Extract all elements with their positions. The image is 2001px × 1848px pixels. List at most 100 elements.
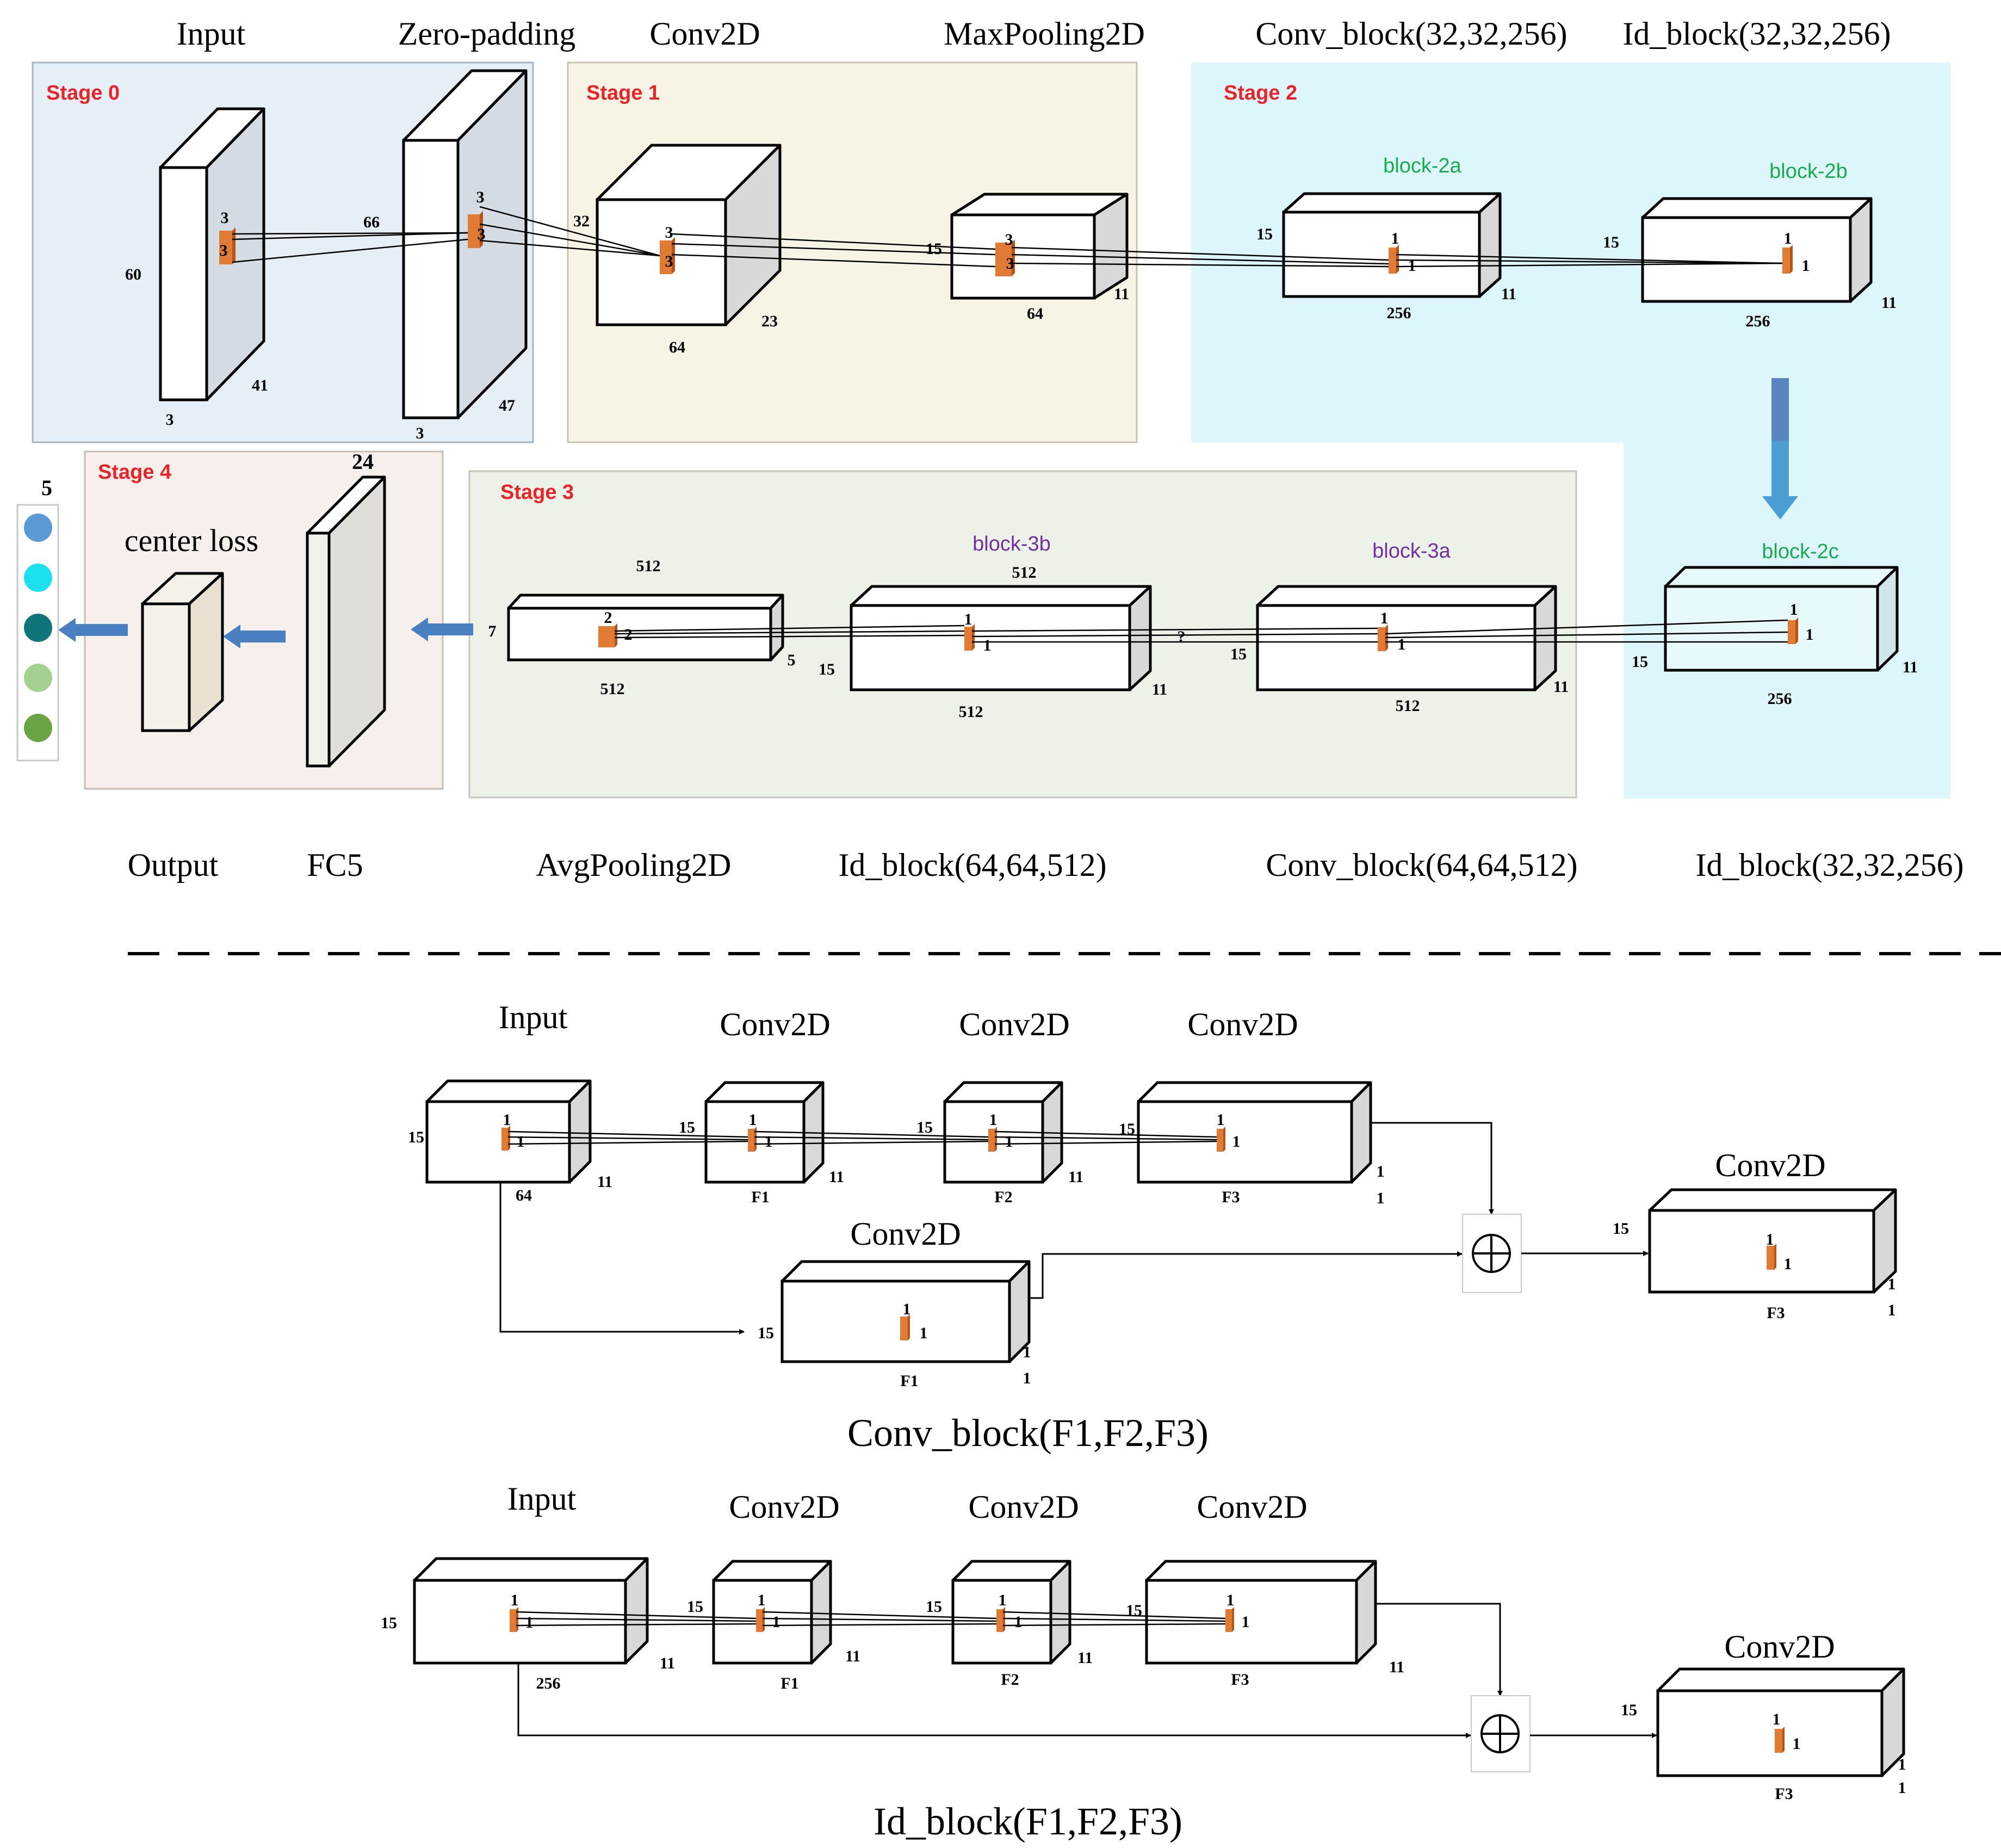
cb-cube-input-front xyxy=(425,1100,571,1184)
ib-cube-conv3-front xyxy=(1145,1579,1358,1665)
cube-block-2a-front xyxy=(1282,211,1481,298)
dim-ap-d: 512 xyxy=(600,680,625,698)
arrow-fc-to-center xyxy=(223,625,286,648)
ib-c3-k1: 1 xyxy=(1226,1591,1235,1609)
ib-skip-path xyxy=(517,1663,1471,1738)
title-id-block-32: Id_block(32,32,256) xyxy=(1622,16,1891,52)
ib-out-w: 1 xyxy=(1898,1756,1906,1773)
dim-input-h: 60 xyxy=(125,265,141,283)
cube-block-3a-top xyxy=(1256,585,1557,607)
kernel-input xyxy=(219,231,232,264)
ib-input-w: 11 xyxy=(660,1654,675,1672)
arrow-center-to-output xyxy=(58,618,128,642)
kernel-ap-edge xyxy=(615,623,617,647)
ib-kernel-input-edge xyxy=(516,1607,518,1632)
cb-out-h: 15 xyxy=(1613,1220,1629,1238)
fan-b3a-b3b-line-0 xyxy=(971,627,1378,632)
ib-c2-w: 11 xyxy=(1077,1649,1093,1667)
ib-c1-f: F1 xyxy=(780,1674,798,1692)
cube-center-loss xyxy=(141,572,224,732)
dim-zp-d: 3 xyxy=(416,424,424,442)
cb-c2-k1: 1 xyxy=(989,1111,998,1129)
ib-out-f: F3 xyxy=(1775,1785,1793,1803)
cb-c2-k2: 1 xyxy=(1005,1133,1013,1151)
cube-block-3a-side xyxy=(1533,585,1557,691)
cb-fan-3-line-0 xyxy=(994,1130,1217,1138)
cube-block-2a xyxy=(1282,192,1502,298)
cb-cube-out-front xyxy=(1648,1209,1875,1294)
cube-block-3b-side xyxy=(1128,585,1152,691)
cb-c3-h: 15 xyxy=(1119,1120,1135,1138)
cb-input-title: Input xyxy=(499,999,568,1035)
ib-caption: Id_block(F1,F2,F3) xyxy=(873,1800,1182,1843)
fan-b2c-b3a-line-0 xyxy=(1385,619,1788,635)
title-avgpooling2d: AvgPooling2D xyxy=(536,847,732,883)
kernel-b3b xyxy=(964,627,972,651)
fan-in-zp-line-2 xyxy=(232,238,468,263)
cube-block-3a xyxy=(1256,585,1557,691)
cb-kernel-c3 xyxy=(1217,1129,1223,1152)
ib-out-k2: 1 xyxy=(1793,1735,1801,1753)
cb-kernel-c1-edge xyxy=(754,1127,757,1152)
ib-c2-h: 15 xyxy=(926,1598,942,1616)
fan-mp-b2a-line-2 xyxy=(1011,262,1389,268)
title-zero-padding: Zero-padding xyxy=(398,16,576,52)
cb-kernel-c1 xyxy=(748,1129,754,1152)
ib-out-title: Conv2D xyxy=(1724,1629,1835,1665)
cb-kernel-c2-edge xyxy=(995,1127,997,1152)
kernel-b2b xyxy=(1782,248,1790,274)
cube-zero-padding-front xyxy=(402,139,460,419)
kernel-b2c-b: 1 xyxy=(1806,626,1814,644)
cb-sc-f: F1 xyxy=(900,1372,918,1390)
ib-c3-w: 11 xyxy=(1389,1658,1404,1676)
fan-zp-c1-line-1 xyxy=(479,223,660,257)
stage-label-4: Stage 4 xyxy=(98,461,171,484)
ib-c3-k2: 1 xyxy=(1242,1613,1250,1631)
ib-cube-conv3-side xyxy=(1355,1560,1377,1665)
stage-label-3: Stage 3 xyxy=(500,481,574,504)
cb-fan-3-line-1 xyxy=(994,1136,1217,1141)
ib-fan-3-line-0 xyxy=(1002,1611,1226,1620)
stage-label-0: Stage 0 xyxy=(46,82,120,104)
dim-input-d: 3 xyxy=(166,411,174,429)
dim-b3b-top: 512 xyxy=(1012,564,1037,582)
cb-cube-conv1 xyxy=(704,1081,825,1184)
dim-b2c-d: 256 xyxy=(1768,690,1792,708)
title-maxpooling2d: MaxPooling2D xyxy=(944,16,1145,52)
dim-b2c-h: 15 xyxy=(1632,653,1648,671)
cube-zero-padding xyxy=(402,69,528,419)
cb-out-k2: 1 xyxy=(1784,1255,1792,1273)
cube-block-2a-top xyxy=(1282,192,1502,214)
dim-zp-h: 66 xyxy=(363,213,380,231)
kernel-b2b-edge xyxy=(1790,245,1793,274)
cb-conv3-title: Conv2D xyxy=(1187,1006,1298,1042)
ib-fan-1-line-1 xyxy=(516,1617,757,1622)
output-node-4 xyxy=(24,664,52,692)
ib-kernel-input xyxy=(510,1609,516,1632)
kernel-b2b-b: 1 xyxy=(1802,257,1810,275)
cb-out-k1: 1 xyxy=(1766,1231,1774,1249)
cb-sc-w2: 1 xyxy=(1023,1369,1031,1387)
cb-cube-shortcut xyxy=(780,1260,1031,1363)
dim-c1-w: 23 xyxy=(761,312,778,330)
ib-main-to-add xyxy=(1376,1603,1503,1696)
cb-c3-w: 1 xyxy=(1377,1163,1385,1181)
dim-c1-d: 64 xyxy=(669,338,685,356)
cb-fan-1-line-1 xyxy=(507,1136,748,1141)
dim-c1-h: 32 xyxy=(573,212,590,230)
title-input: Input xyxy=(177,16,246,52)
dim-b2b-d: 256 xyxy=(1746,312,1770,330)
fan-b2a-b2b-line-2 xyxy=(1396,262,1783,268)
cube-block-2c-front xyxy=(1664,585,1879,672)
label-block-3b: block-3b xyxy=(972,533,1051,555)
cb-c2-f: F2 xyxy=(994,1188,1012,1206)
cube-block-2c xyxy=(1664,566,1899,672)
label-block-3a: block-3a xyxy=(1372,540,1451,563)
cb-c1-k1: 1 xyxy=(749,1111,757,1129)
fan-b2a-b2b-line-1 xyxy=(1396,259,1783,264)
ib-conv2-title: Conv2D xyxy=(968,1489,1079,1525)
label-block-2c: block-2c xyxy=(1762,540,1839,563)
ib-kernel-c2-edge xyxy=(1003,1607,1005,1632)
cube-block-2b-front xyxy=(1641,216,1852,303)
